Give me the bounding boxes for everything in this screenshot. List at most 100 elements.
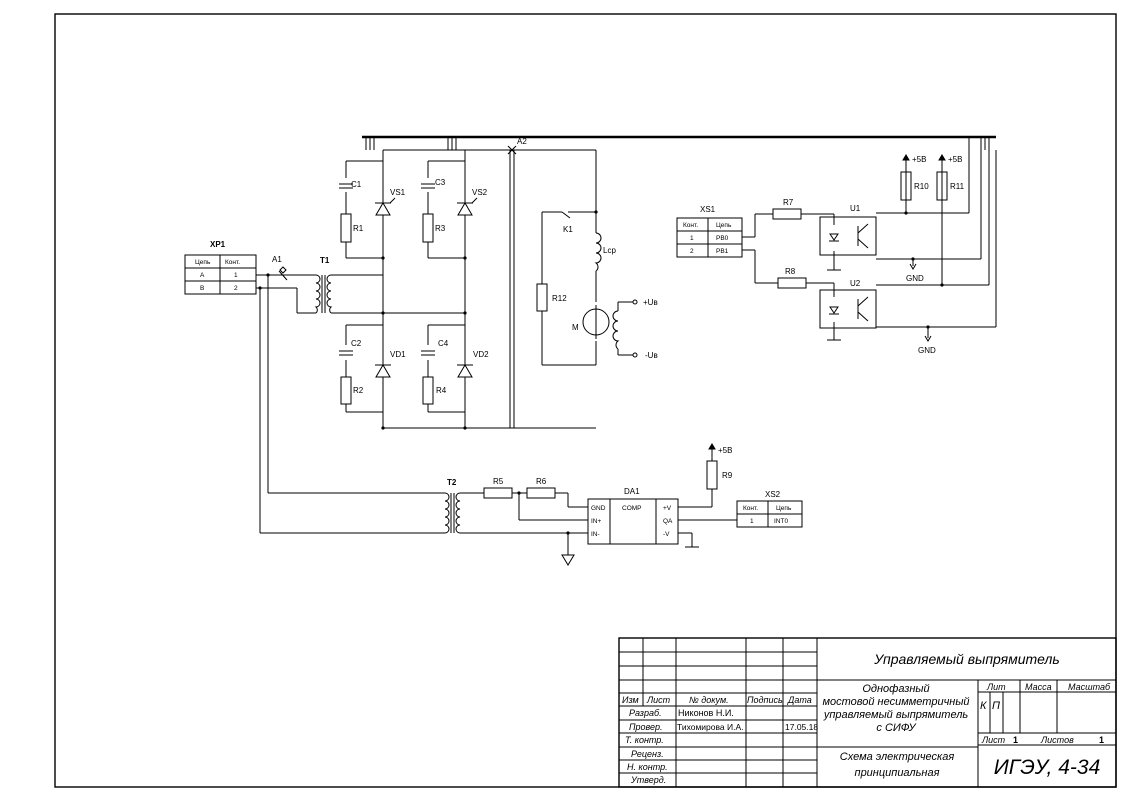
power-arrow-icon	[708, 443, 716, 455]
resistor-r7	[772, 208, 802, 220]
optocoupler-u2	[819, 289, 877, 329]
optocoupler-wiring	[742, 150, 997, 341]
r3-label: R3	[435, 224, 446, 233]
junction-dot	[904, 211, 908, 215]
resistor-r6	[526, 487, 556, 499]
description-line-2: мостовой несимметричный	[822, 696, 969, 708]
phototransistor-icon	[857, 223, 869, 249]
drawing-frame	[54, 13, 1117, 788]
junction-dot	[381, 311, 385, 315]
xp1-row2-net: B	[200, 285, 204, 292]
xs2-header-net: Цепь	[776, 505, 792, 512]
r2-label: R2	[353, 386, 364, 395]
lcp-label: Lср	[603, 246, 616, 255]
title-block-title: Управляемый выпрямитель	[873, 651, 1060, 667]
power-arrow-icon	[902, 154, 910, 172]
resistor-r4	[422, 376, 434, 405]
gnd-label-1: GND	[906, 274, 924, 283]
developer-name: Никонов Н.И.	[678, 708, 734, 718]
description-line-4: с СИФУ	[876, 722, 916, 734]
xp1-label: XP1	[210, 240, 226, 249]
xs1-row1-pin: 1	[690, 235, 694, 242]
col-header-sign: Подпись	[747, 695, 783, 705]
t2-label: T2	[447, 478, 457, 487]
da1-comp: COMP	[622, 505, 642, 512]
t1-transformer-icon	[314, 274, 465, 314]
optocoupler-u1	[819, 216, 877, 256]
r8-label: R8	[785, 267, 796, 276]
xp1-header-pin: Конт.	[225, 259, 240, 266]
lit-header: Лит	[986, 682, 1006, 692]
xs2-label: XS2	[765, 490, 781, 499]
da1-pin-gnd: GND	[591, 505, 606, 512]
junction-dot	[381, 426, 385, 430]
a1-label: A1	[272, 255, 282, 264]
xs1-row2-net: PB1	[716, 248, 729, 255]
diode-icon	[375, 364, 391, 378]
power-arrow-icon	[938, 154, 946, 172]
da1-pin-vminus: -V	[663, 531, 670, 538]
junction-dot	[517, 491, 521, 495]
check-date: 17.05.18	[785, 722, 818, 732]
junction-dot	[463, 311, 467, 315]
role-tcontrol: Т. контр.	[625, 735, 664, 745]
description-line-1: Однофазный	[862, 683, 929, 695]
c1-label: C1	[351, 180, 362, 189]
vd2-label: VD2	[473, 350, 489, 359]
sheets-label: Листов	[1040, 735, 1074, 745]
xs1-header-pin: Конт.	[683, 222, 698, 229]
da1-wiring	[678, 455, 737, 548]
a1-switch-icon	[279, 266, 287, 274]
xs1-row2-pin: 2	[690, 248, 694, 255]
resistor-r2	[340, 376, 352, 405]
junction-dot	[258, 286, 262, 290]
bridge-wiring	[345, 149, 596, 429]
r5-label: R5	[493, 477, 504, 486]
ground-icon	[561, 554, 575, 566]
xp1-row2-pin: 2	[234, 285, 238, 292]
col-header-izm: Изм	[622, 695, 639, 705]
role-reviewer: Реценз.	[631, 749, 664, 759]
xp1-row1-net: A	[200, 272, 205, 279]
xp1-header-net: Цепь	[195, 259, 211, 266]
vs2-label: VS2	[472, 188, 488, 197]
phototransistor-icon	[857, 296, 869, 322]
thyristor-icon	[375, 197, 396, 216]
junction-dot	[463, 426, 467, 430]
resistor-r3	[422, 213, 434, 243]
title-block: Управляемый выпрямитель Изм Лист № докум…	[618, 637, 1117, 788]
doc-type-line-2: принципиальная	[855, 767, 940, 779]
r10-label: R10	[914, 182, 929, 191]
xp1-table: Цепь Конт. A 1 B 2	[184, 254, 257, 295]
m-label: M	[572, 323, 579, 332]
r1-label: R1	[353, 224, 364, 233]
plus5v-label-2: +5В	[948, 155, 962, 164]
gnd-label-2: GND	[918, 346, 936, 355]
sheet-label: Лист	[981, 735, 1006, 745]
xs2-header-pin: Конт.	[743, 505, 758, 512]
u1-label: U1	[850, 204, 861, 213]
xs1-header-net: Цепь	[716, 222, 732, 229]
xs1-row1-net: PB0	[716, 235, 729, 242]
r7-label: R7	[783, 198, 794, 207]
r12-label: R12	[552, 294, 567, 303]
led-icon	[829, 306, 839, 315]
ground-arrow-icon	[909, 263, 917, 270]
junction-dot	[940, 283, 944, 287]
c3-label: C3	[435, 178, 446, 187]
xs2-row1-pin: 1	[750, 518, 754, 525]
col-header-list: Лист	[646, 695, 671, 705]
role-approved: Утверд.	[630, 775, 666, 785]
xs2-table: Конт. Цепь 1 INT0	[736, 500, 803, 528]
resistor-r9	[706, 460, 718, 490]
ua-minus-label: -Uв	[645, 351, 658, 360]
resistor-r8	[777, 277, 807, 289]
capacitor-icon	[339, 350, 353, 356]
t2-transformer-icon	[260, 492, 588, 555]
junction-dot	[911, 257, 915, 261]
sheets-value: 1	[1099, 735, 1104, 745]
r6-label: R6	[536, 477, 547, 486]
role-ncontrol: Н. контр.	[627, 762, 668, 772]
da1-label: DA1	[624, 487, 640, 496]
